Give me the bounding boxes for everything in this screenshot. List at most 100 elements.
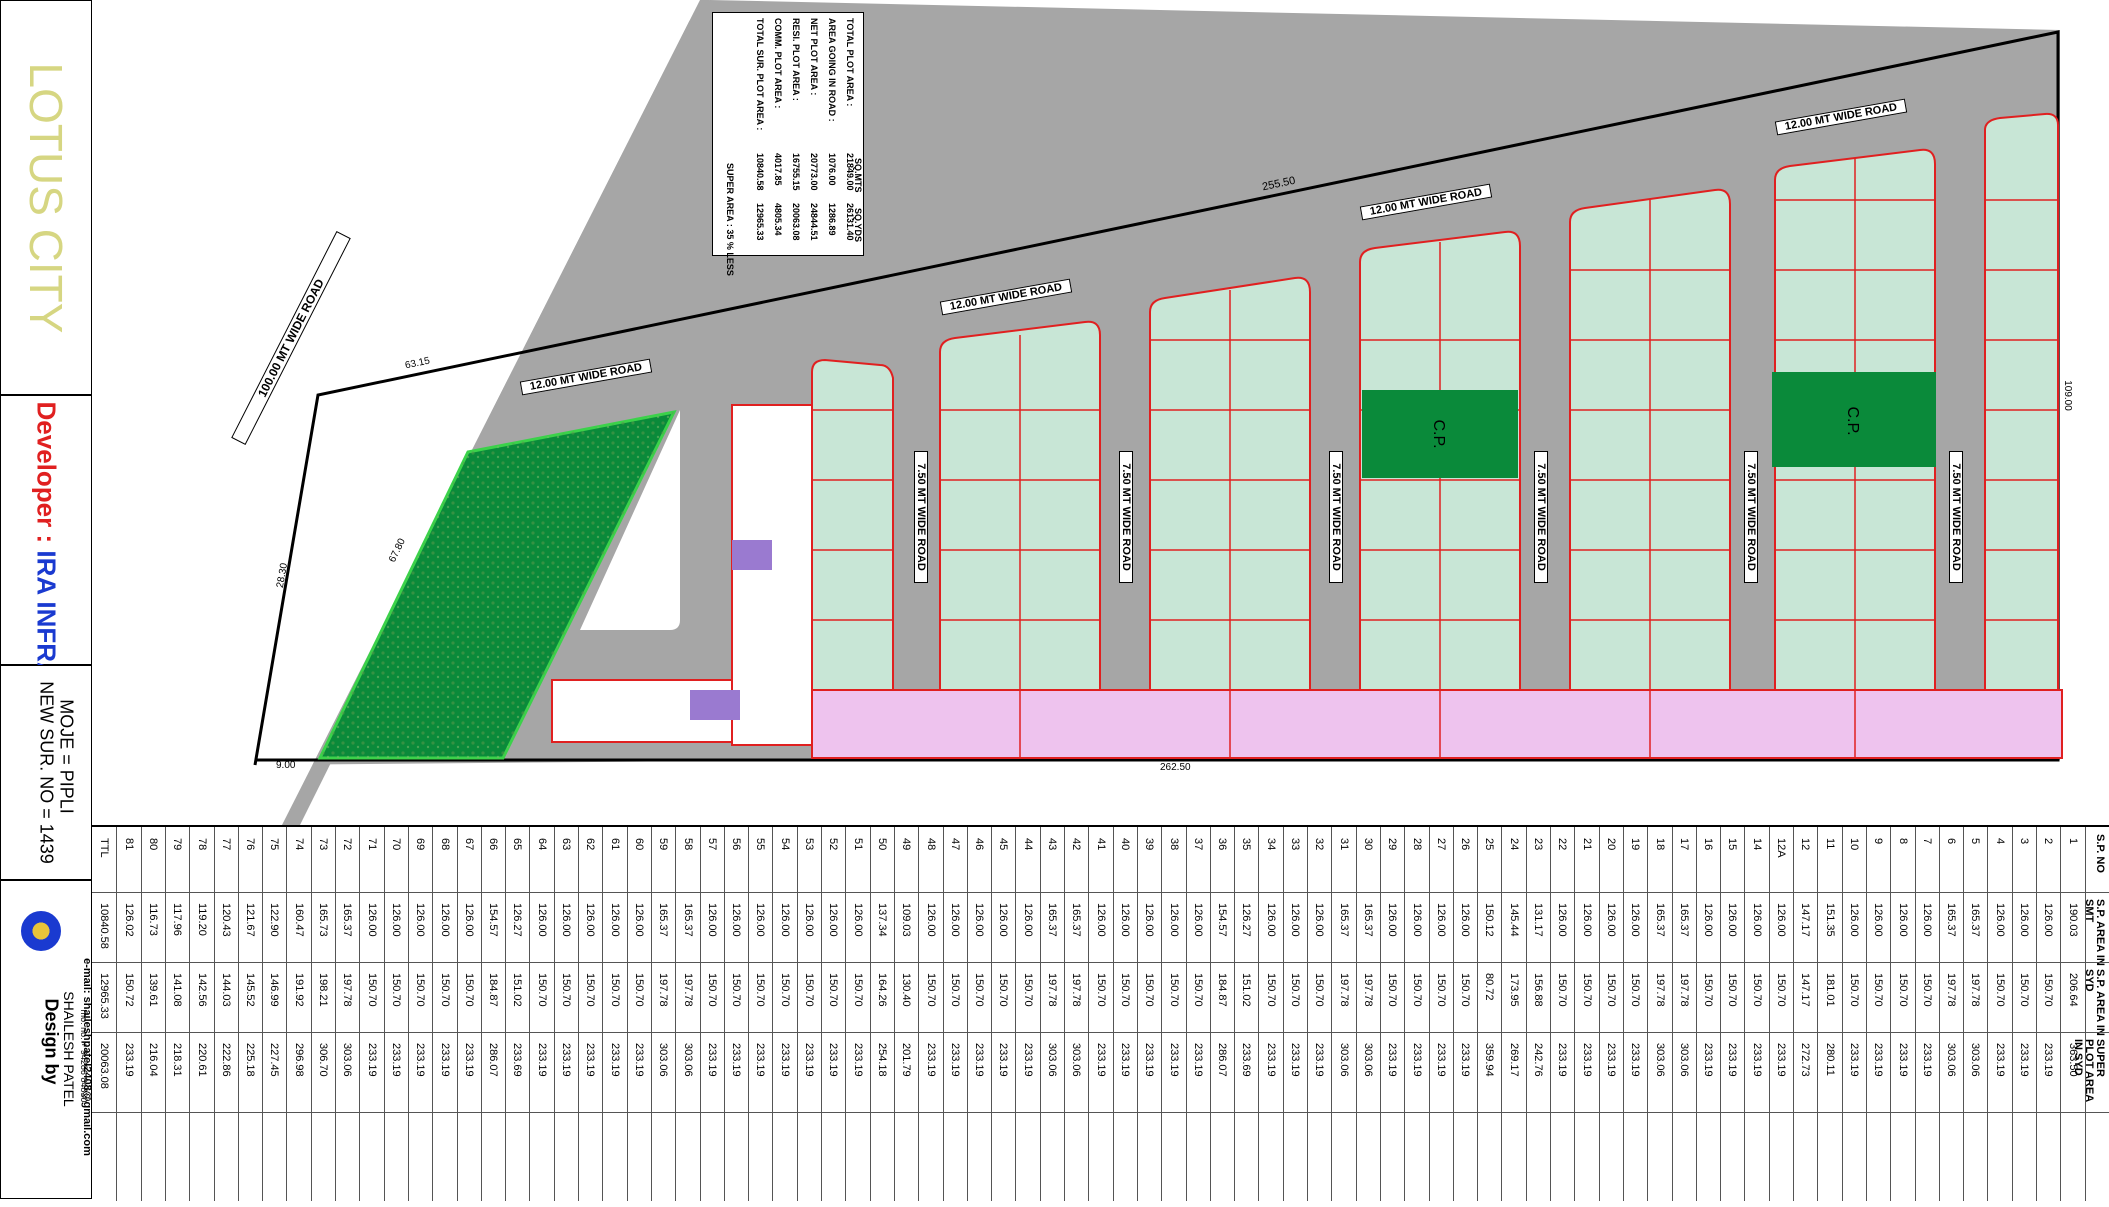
plot-table-cell: 165.37 [1677,903,1690,937]
plot-table-cell: 233.19 [1094,1043,1107,1077]
plot-table-header: S.P. NO [2094,834,2106,873]
plot-table-cell: 55 [754,838,767,851]
dim-right: 109.00 [2061,380,2073,411]
plot-table-cell: 29 [1386,838,1399,851]
plot-table-cell: 303.06 [1337,1043,1350,1077]
plot-table-cell: 173.95 [1507,973,1520,1007]
plot-table-cell: 150.70 [1993,973,2006,1007]
plot-table-cell: 126.00 [1459,903,1472,937]
plot-table-divider [1865,827,1867,1201]
plot-table-cell: 150.70 [924,973,937,1007]
plot-table-cell: 233.19 [1386,1043,1399,1077]
road-label-750-2: 7.50 MT WIDE ROAD [1119,451,1133,583]
plot-table-cell: 80 [146,838,159,851]
plot-table-cell: 72 [341,838,354,851]
plot-table-cell: 233.19 [122,1043,135,1077]
plot-table-cell: 150.70 [827,973,840,1007]
area-summary-cell: NET PLOT AREA : [809,18,819,96]
plot-table-divider [918,827,920,1201]
plot-table-divider [772,827,774,1201]
plot-table-cell: 36 [1216,838,1229,851]
plot-table-cell: 25 [1483,838,1496,851]
plot-table-cell: 145.44 [1507,903,1520,937]
plot-table-cell: 150.70 [438,973,451,1007]
plot-table-cell: 21 [1580,838,1593,851]
plot-table-cell: 52 [827,838,840,851]
plot-table-cell: 150.70 [560,973,573,1007]
plot-table-cell: 126.00 [730,903,743,937]
plot-table-cell: 19 [1629,838,1642,851]
plot-table-cell: 206.64 [2066,973,2079,1007]
cp-parking-2 [1772,372,1936,467]
plot-table-divider [942,827,944,1201]
plot-table-cell: 67 [462,838,475,851]
plot-table-cell: 150.70 [389,973,402,1007]
plot-table-cell: 126.00 [1289,903,1302,937]
plot-table-cell: 198.21 [317,973,329,1007]
area-summary-cell: TOTAL PLOT AREA : [845,18,855,107]
plot-table-cell: 12965.33 [98,973,111,1019]
plot-table-row-line [92,1032,2109,1033]
plot-table-divider [1914,827,1916,1201]
plot-table-divider [1428,827,1430,1201]
plot-table-cell: 280.11 [1823,1043,1836,1076]
plot-table-cell: 197.78 [1653,973,1666,1007]
plot-table-cell: 164.26 [875,973,888,1007]
plot-table-cell: 77 [219,838,232,851]
plot-table-divider [699,827,701,1201]
plot-table-cell: 126.00 [924,903,937,937]
sidebar-title-box: LOTUS CITY [0,0,92,395]
plot-table-cell: 28 [1410,838,1423,851]
plot-table-divider [1744,827,1746,1201]
plot-table-cell: 126.00 [1847,903,1860,937]
plot-table-cell: 286.07 [487,1043,500,1077]
plot-table-cell: 126.00 [1580,903,1593,937]
plot-table-cell: 9 [1872,838,1885,845]
plot-table-cell: 46 [973,838,986,851]
plot-table-cell: 43 [1046,838,1059,851]
plot-table-cell: 150.70 [730,973,743,1007]
plot-table-cell: 197.78 [657,973,670,1007]
plot-table-cell: 17 [1677,838,1690,851]
plot-table-cell: 150.70 [778,973,791,1007]
plot-table-cell: 139.61 [146,973,159,1007]
plot-grid-lines [812,158,2058,758]
shop-accent-2 [690,690,740,720]
road-label-750-6: 7.50 MT WIDE ROAD [1949,451,1963,583]
area-summary-cell: 20063.08 [791,203,801,241]
plot-table-cell: 197.78 [1677,973,1690,1007]
plot-block-1 [811,358,894,691]
plot-table-divider [1234,827,1236,1201]
plot-table-divider [869,827,871,1201]
plot-table-cell: 150.70 [973,973,986,1007]
plot-table-divider [893,827,895,1201]
plot-table-cell: 147.17 [1799,903,1812,937]
plot-table-cell: 78 [195,838,208,851]
dim-bottom: 262.50 [1160,762,1191,773]
plot-table-cell: 150.70 [948,973,961,1007]
plot-table-divider [1720,827,1722,1201]
plot-table-cell: 35 [1240,838,1253,851]
plot-table-cell: 18 [1653,838,1666,851]
plot-table-cell: 126.00 [754,903,767,937]
plot-table-cell: 126.00 [851,903,864,937]
plot-table-cell: 150.70 [584,973,597,1007]
area-summary-cell: 1286.89 [827,203,837,236]
plot-table-cell: 57 [705,838,718,851]
area-summary-header: SQ.YDS [853,208,863,243]
plot-table-cell: 165.73 [317,903,329,937]
plot-table-cell: 165.37 [681,903,694,937]
plot-table-cell: 47 [948,838,961,851]
plot-table-cell: 165.37 [1969,903,1982,937]
plot-table-divider [164,827,166,1201]
plot-table-cell: 38 [1167,838,1180,851]
plot-table-cell: 150.70 [1896,973,1909,1007]
plot-table-cell: 7 [1920,838,1933,845]
plot-table-cell: 12A [1775,838,1788,858]
plot-table-divider [650,827,652,1201]
plot-table-cell: 150.70 [851,973,864,1007]
plot-table-cell: 31 [1337,838,1350,851]
plot-table-cell: 233.19 [2018,1043,2031,1077]
plot-table-cell: 126.00 [1750,903,1763,937]
